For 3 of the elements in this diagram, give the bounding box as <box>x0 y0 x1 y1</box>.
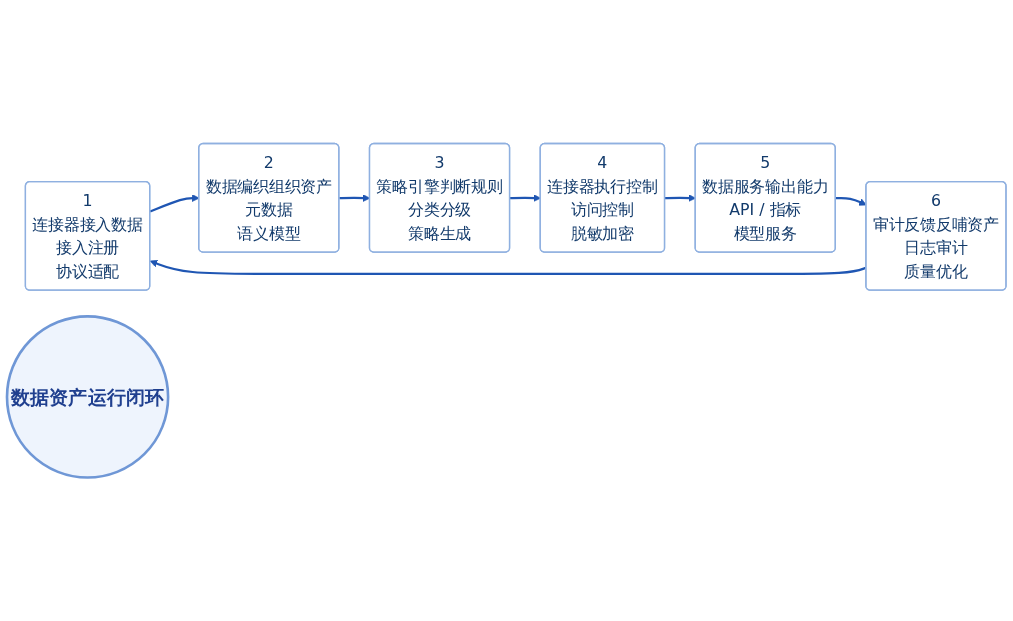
node-circle <box>5 315 170 479</box>
arrow <box>509 194 541 202</box>
arrow <box>664 194 696 202</box>
